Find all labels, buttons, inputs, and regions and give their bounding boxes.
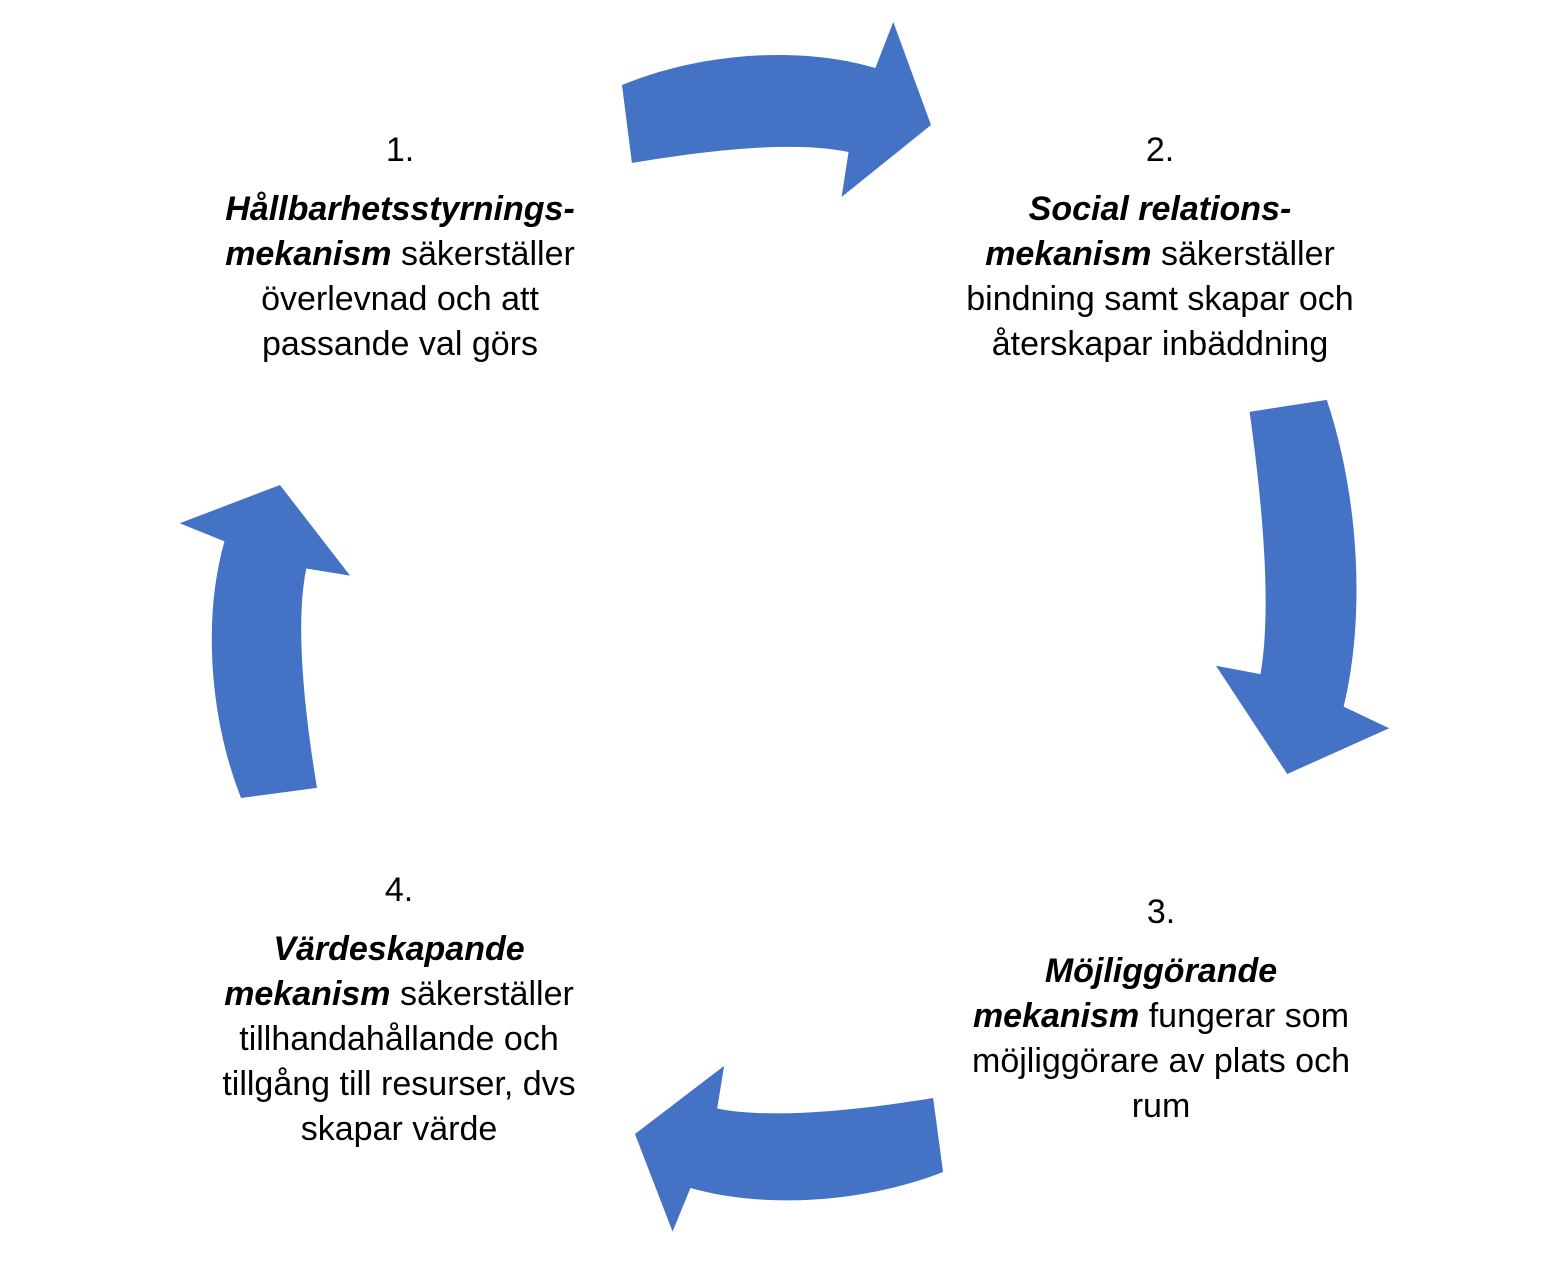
curved-arrow-step2-to-step3-icon bbox=[1215, 399, 1390, 774]
step-4-line-4: tillgång till resurser, dvs bbox=[222, 1065, 576, 1103]
step-1-text: Hållbarhetsstyrnings- mekanism säkerstäl… bbox=[170, 187, 630, 367]
cycle-step-1: 1. Hållbarhetsstyrnings- mekanism säkers… bbox=[170, 128, 630, 367]
step-1-number: 1. bbox=[385, 131, 415, 169]
step-2-line-3: bindning samt skapar och bbox=[966, 280, 1354, 318]
step-2-text: Social relations- mekanism säkerställer … bbox=[930, 187, 1390, 367]
mechanism-term: Hållbarhetsstyrnings- bbox=[225, 190, 575, 228]
step-3-number: 3. bbox=[1146, 893, 1176, 931]
step-4-text: Värdeskapande mekanism säkerställer till… bbox=[169, 927, 629, 1152]
step-2-line-2: mekanism säkerställer bbox=[985, 235, 1335, 273]
mechanism-term: mekanism bbox=[972, 997, 1140, 1035]
step-2-line-4: återskapar inbäddning bbox=[991, 325, 1329, 363]
step-3-line-3: möjliggörare av plats och bbox=[972, 1042, 1350, 1080]
step-2-number: 2. bbox=[1145, 131, 1175, 169]
step-1-line-1: Hållbarhetsstyrnings- bbox=[170, 187, 630, 232]
step-4-number: 4. bbox=[384, 871, 414, 909]
mechanism-term: Värdeskapande bbox=[273, 930, 525, 968]
step-4-line-5: skapar värde bbox=[300, 1110, 498, 1148]
step-2-line-1: Social relations- bbox=[930, 187, 1390, 232]
mechanism-term: mekanism bbox=[225, 235, 392, 273]
mechanism-term: mekanism bbox=[224, 975, 391, 1013]
step-3-text: Möjliggörande mekanism fungerar som möjl… bbox=[931, 949, 1391, 1129]
step-1-line-4: passande val görs bbox=[262, 325, 538, 363]
step-4-line-2: mekanism säkerställer bbox=[224, 975, 574, 1013]
step-3-line-1: Möjliggörande bbox=[931, 949, 1391, 994]
step-4-line-1: Värdeskapande bbox=[169, 927, 629, 972]
mechanism-term: Möjliggörande bbox=[1044, 952, 1278, 990]
step-4-line-3: tillhandahållande och bbox=[239, 1020, 559, 1058]
cycle-step-4: 4. Värdeskapande mekanism säkerställer t… bbox=[169, 868, 629, 1152]
step-3-line-2: mekanism fungerar som bbox=[972, 997, 1350, 1035]
step-1-line-3: överlevnad och att bbox=[261, 280, 539, 318]
mechanism-term: mekanism bbox=[985, 235, 1152, 273]
curved-arrow-step3-to-step4-icon bbox=[634, 1065, 944, 1232]
step-3-line-4: rum bbox=[1131, 1087, 1191, 1125]
curved-arrow-step1-to-step2-icon bbox=[621, 22, 932, 197]
step-1-line-2: mekanism säkerställer bbox=[225, 235, 575, 273]
mechanism-term: Social relations- bbox=[1028, 190, 1292, 228]
cycle-step-3: 3. Möjliggörande mekanism fungerar som m… bbox=[931, 890, 1391, 1129]
curved-arrow-step4-to-step1-icon bbox=[179, 485, 351, 798]
cycle-step-2: 2. Social relations- mekanism säkerställ… bbox=[930, 128, 1390, 367]
